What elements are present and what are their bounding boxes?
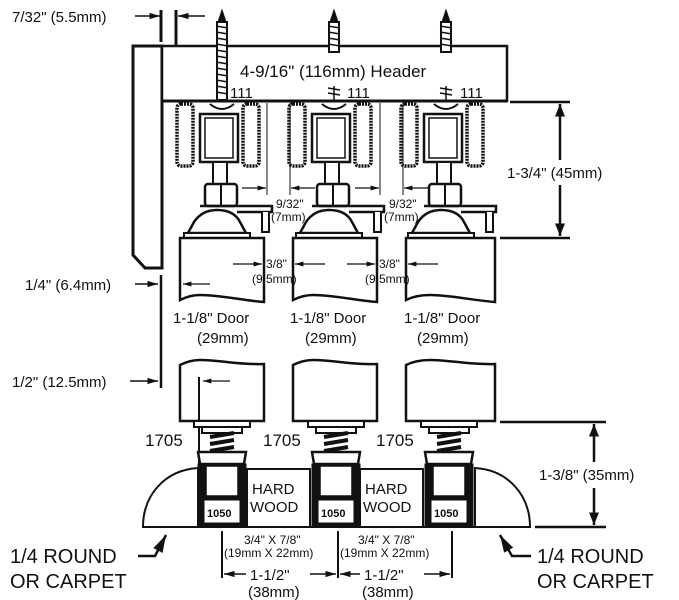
floor-guide: 1050: [193, 420, 251, 528]
guide-spacing-mm-label: (38mm): [362, 584, 414, 600]
door-jamb: [131, 44, 164, 270]
floor-label-left: 1/4 ROUND OR CARPET: [10, 534, 168, 593]
spacer-size-mm-label: (19mm X 22mm): [224, 546, 313, 560]
hanger-bracket: [185, 208, 249, 235]
floor-label-right: 1/4 ROUND OR CARPET: [498, 534, 654, 593]
base-part-number: 1050: [321, 508, 345, 520]
door-gap-dimension: 3/8" (9.5mm): [347, 257, 438, 286]
spring-icon: [323, 431, 349, 453]
guide-spacing-dimension: 1-1/2" (38mm) 1-1/2" (38mm): [224, 567, 450, 600]
spacer-size-mm-label: (19mm X 22mm): [340, 546, 429, 560]
hanger-gap-label: 9/32": [276, 197, 304, 211]
wheel-icon: [175, 102, 195, 168]
floor-guide: 1050: [307, 420, 365, 528]
door-gap-mm-label: (9.5mm): [365, 272, 410, 286]
door-thickness-label: 1-1/8" Door: [290, 310, 366, 327]
door-gap-label: 3/8": [379, 257, 400, 271]
hanger-part-number: 111: [230, 85, 253, 102]
upper-door: [178, 236, 266, 304]
hanger-gap-dimension: 9/32" (7mm): [355, 103, 428, 224]
hanger-gap-mm-label: (7mm): [271, 210, 306, 224]
jamb-offset-label: 7/32" (5.5mm): [12, 9, 107, 26]
lower-door: [291, 358, 379, 423]
door-setback-bottom-label: 1/2" (12.5mm): [12, 374, 107, 391]
wheel-icon: [465, 102, 485, 168]
spring-part-number: 1705: [263, 431, 301, 450]
spacer-size-label: 3/4" X 7/8": [358, 533, 415, 547]
base-part-number: 1050: [434, 508, 458, 520]
header-label: 4-9/16" (116mm) Header: [240, 62, 427, 81]
guide-spacing-label: 1-1/2": [364, 567, 404, 584]
screw-icon: [327, 8, 341, 100]
hanger-assemblies: [175, 102, 498, 239]
spring-icon: [436, 431, 462, 453]
hanger-gap-label: 9/32": [389, 197, 417, 211]
floor-guide: 1050: [420, 420, 478, 528]
header-height-dimension: 1-3/4" (45mm): [500, 100, 602, 240]
hanger-part-number: 111: [347, 85, 370, 102]
door-gap-label: 3/8": [266, 257, 287, 271]
door-setback-top-label: 1/4" (6.4mm): [25, 277, 111, 294]
screws: [215, 8, 453, 101]
hardwood-spacer: HARD WOOD: [246, 468, 311, 528]
hanger-bracket: [409, 208, 473, 235]
door-gap-mm-label: (9.5mm): [252, 272, 297, 286]
guide-height-label: 1-3/8" (35mm): [539, 467, 634, 484]
quarter-round-left: [141, 466, 199, 528]
screw-icon: [439, 8, 453, 100]
spring-part-number: 1705: [145, 431, 183, 450]
upper-door: [291, 236, 379, 304]
floor-label-right-line2: OR CARPET: [537, 571, 654, 593]
hanger-part-number: 111: [460, 85, 483, 102]
door-setback-top-dimension: 1/4" (6.4mm): [25, 275, 210, 388]
hanger-gap-mm-label: (7mm): [384, 210, 419, 224]
spacer-label-line1: HARD: [365, 481, 408, 498]
quarter-round-right: [474, 466, 532, 528]
door-thickness-mm-label: (29mm): [305, 330, 357, 347]
spring-icon: [209, 431, 235, 453]
base-part-number: 1050: [207, 508, 231, 520]
floor-label-right-line1: 1/4 ROUND: [537, 546, 644, 568]
floor-label-left-line2: OR CARPET: [10, 571, 127, 593]
wheel-icon: [241, 102, 261, 168]
upper-door: [404, 236, 497, 304]
guide-height-dimension: 1-3/8" (35mm): [500, 420, 634, 529]
wheel-icon: [399, 102, 419, 168]
guide-spacing-mm-label: (38mm): [248, 584, 300, 600]
floor-label-left-line1: 1/4 ROUND: [10, 546, 117, 568]
door-thickness-mm-label: (29mm): [417, 330, 469, 347]
spacer-size-label: 3/4" X 7/8": [244, 533, 301, 547]
spring-part-number: 1705: [376, 431, 414, 450]
hanger-bracket: [297, 208, 361, 235]
guide-spacing-label: 1-1/2": [250, 567, 290, 584]
floor-guides: 1050 1050 1050: [193, 420, 478, 528]
door-thickness-mm-label: (29mm): [197, 330, 249, 347]
screw-icon: [215, 8, 229, 101]
lower-door: [404, 358, 497, 423]
door-thickness-label: 1-1/8" Door: [173, 310, 249, 327]
door-thickness-label: 1-1/8" Door: [404, 310, 480, 327]
header-height-label: 1-3/4" (45mm): [507, 165, 602, 182]
spacer-label-line1: HARD: [252, 481, 295, 498]
spacer-size-dimension: 3/4" X 7/8" (19mm X 22mm) 3/4" X 7/8" (1…: [221, 531, 453, 578]
hanger-assembly: [399, 102, 498, 239]
spacer-label-line2: WOOD: [363, 499, 411, 516]
lower-door: [178, 358, 266, 423]
wheel-icon: [353, 102, 373, 168]
hanger-assembly: [287, 102, 386, 239]
door-gap-dimension: 3/8" (9.5mm): [233, 257, 325, 286]
hanger-assembly: [175, 102, 274, 239]
hardwood-spacer: HARD WOOD: [359, 468, 424, 528]
hanger-gap-dimension: 9/32" (7mm): [242, 103, 315, 224]
wheel-icon: [287, 102, 307, 168]
spacer-label-line2: WOOD: [250, 499, 298, 516]
